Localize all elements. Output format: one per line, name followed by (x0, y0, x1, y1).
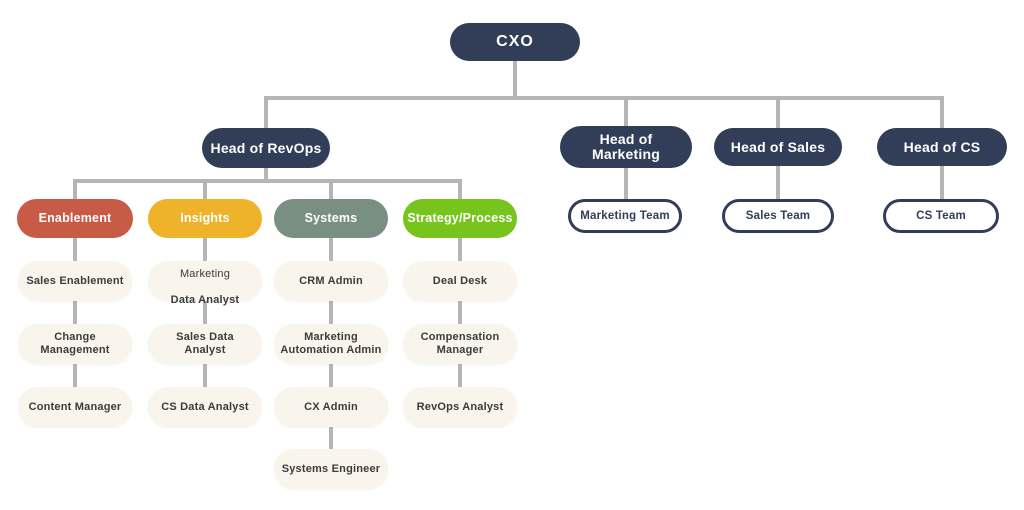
node-sales-team: Sales Team (722, 199, 834, 233)
connector-line (73, 179, 462, 183)
node-compensation-manager: Compensation Manager (403, 324, 517, 364)
node-strategy-process: Strategy/Process (403, 199, 517, 238)
node-marketing-automation-admin: Marketing Automation Admin (274, 324, 388, 364)
node-insights: Insights (148, 199, 262, 238)
node-label: Marketing (179, 268, 231, 280)
node-marketing-data-analyst: Marketing Data Analyst (148, 261, 262, 306)
node-label: Data Analyst (170, 294, 240, 306)
node-cs-team: CS Team (883, 199, 999, 233)
node-systems: Systems (274, 199, 388, 238)
node-enablement: Enablement (17, 199, 133, 238)
node-change-management: Change Management (18, 324, 132, 364)
node-cxo: CXO (450, 23, 580, 61)
node-marketing-team: Marketing Team (568, 199, 682, 233)
node-crm-admin: CRM Admin (274, 261, 388, 301)
node-head-of-sales: Head of Sales (714, 128, 842, 166)
node-sales-enablement: Sales Enablement (18, 261, 132, 301)
node-systems-engineer: Systems Engineer (274, 449, 388, 489)
node-sales-data-analyst: Sales Data Analyst (148, 324, 262, 364)
node-head-of-cs: Head of CS (877, 128, 1007, 166)
connector-line (513, 60, 517, 100)
node-deal-desk: Deal Desk (403, 261, 517, 301)
node-cs-data-analyst: CS Data Analyst (148, 387, 262, 427)
node-head-of-revops: Head of RevOps (202, 128, 330, 168)
node-head-of-marketing: Head of Marketing (560, 126, 692, 168)
node-content-manager: Content Manager (18, 387, 132, 427)
node-cx-admin: CX Admin (274, 387, 388, 427)
node-revops-analyst: RevOps Analyst (403, 387, 517, 427)
connector-line (264, 96, 944, 100)
